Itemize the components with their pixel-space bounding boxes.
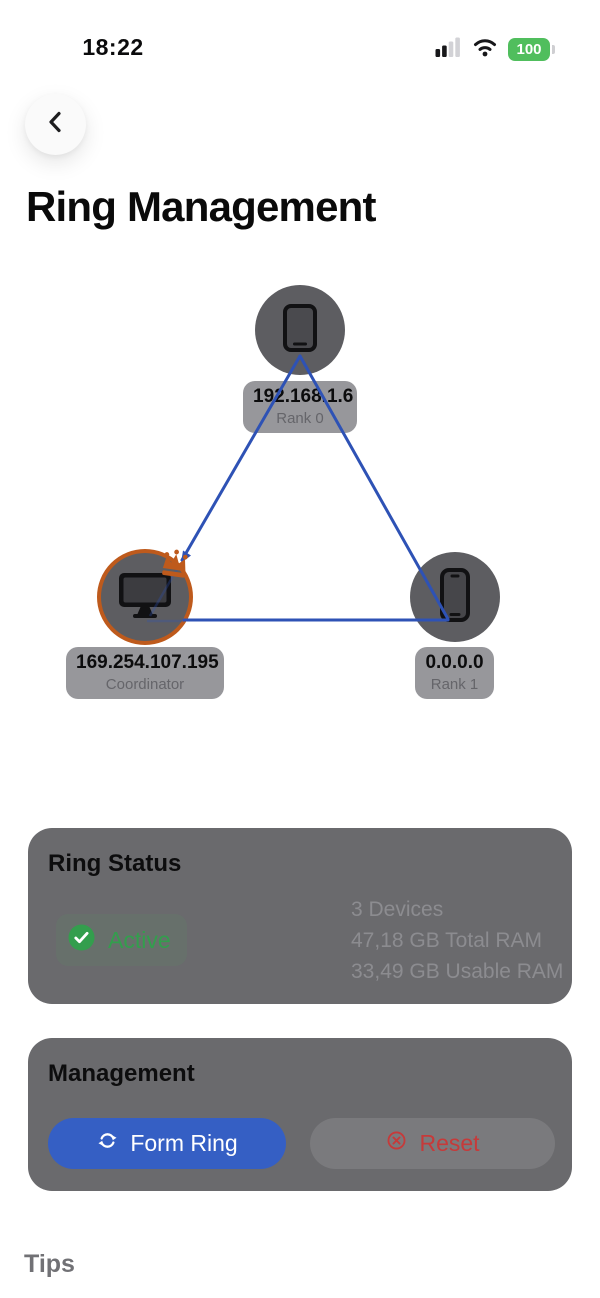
node-phone[interactable] [410, 552, 500, 642]
status-bar-icons: 100 [435, 36, 555, 62]
node-label-coordinator: 169.254.107.195 Coordinator [66, 647, 224, 699]
node-label-right: 0.0.0.0 Rank 1 [415, 647, 494, 699]
node-tablet[interactable] [255, 285, 345, 375]
desktop-icon [117, 571, 173, 624]
node-role: Rank 0 [276, 410, 324, 427]
phone-icon [440, 567, 470, 627]
ring-status-title: Ring Status [48, 850, 182, 877]
stat-usable-ram: 33,49 GB Usable RAM [351, 960, 564, 983]
page-title: Ring Management [26, 183, 377, 230]
node-ip: 0.0.0.0 [425, 652, 484, 673]
back-button[interactable] [25, 94, 86, 155]
ring-edges [147, 354, 450, 623]
reset-label: Reset [419, 1130, 480, 1156]
node-ip: 192.168.1.6 [253, 386, 354, 407]
management-title: Management [48, 1060, 195, 1087]
battery-indicator: 100 [508, 37, 555, 61]
wifi-icon [471, 36, 499, 62]
stat-devices: 3 Devices [351, 898, 444, 921]
tips-heading: Tips [24, 1250, 75, 1278]
tablet-icon [283, 303, 317, 357]
cellular-signal-icon [435, 37, 462, 62]
node-label-top: 192.168.1.6 Rank 0 [243, 381, 357, 433]
crown-icon [156, 546, 194, 581]
check-circle-icon [68, 924, 95, 956]
status-badge-label: Active [108, 926, 171, 953]
node-role: Coordinator [105, 676, 185, 693]
ring-status-card: Ring Status Active 3 Devices 47,18 GB To… [28, 828, 572, 1004]
node-ip: 169.254.107.195 [76, 652, 219, 673]
battery-level-text: 100 [516, 40, 542, 58]
management-buttons: Form Ring Reset [48, 1118, 555, 1169]
status-badge: Active [56, 914, 187, 966]
chevron-left-icon [43, 109, 69, 140]
status-bar-clock: 18:22 [82, 34, 144, 60]
ring-stats: 3 Devices 47,18 GB Total RAM 33,49 GB Us… [351, 894, 563, 987]
form-ring-label: Form Ring [130, 1130, 238, 1156]
x-circle-icon [385, 1129, 408, 1158]
sync-arrows-icon [96, 1129, 119, 1158]
management-card: Management Form Ring [28, 1038, 572, 1191]
form-ring-button[interactable]: Form Ring [48, 1118, 286, 1169]
node-role: Rank 1 [430, 676, 479, 693]
stat-total-ram: 47,18 GB Total RAM [351, 929, 543, 952]
reset-button[interactable]: Reset [310, 1118, 555, 1169]
